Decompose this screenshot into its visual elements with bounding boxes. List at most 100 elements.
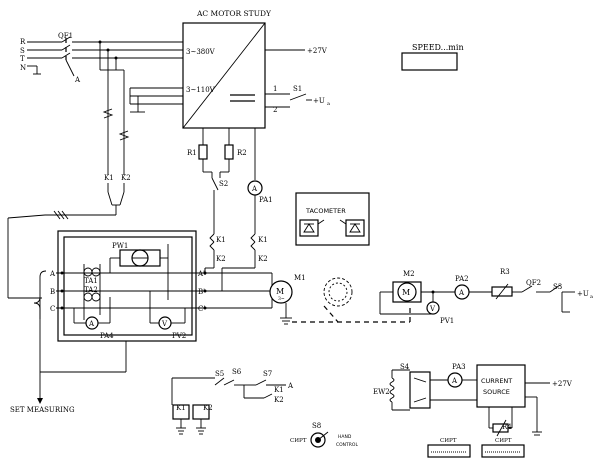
r4-label: R4 bbox=[502, 423, 512, 431]
pv2-label: PV2 bbox=[172, 332, 186, 340]
s2-label: S2 bbox=[219, 180, 228, 188]
control-k2-label: K2 bbox=[274, 396, 284, 404]
speed-label: SPEED...min bbox=[412, 43, 464, 52]
measurement-block: A B C PW1 TA1 TA2 A' B' C' bbox=[33, 230, 272, 342]
pv1-label: PV1 bbox=[440, 317, 454, 325]
current-source-circuit: EW2 S4 A PA3 CURRENT SOURCE +27V R4 bbox=[373, 363, 573, 437]
supply-lines: R S T N QF1 A K1 K2 bbox=[7, 32, 183, 299]
r3-label: R3 bbox=[500, 268, 510, 276]
k2-top-label: K2 bbox=[121, 174, 131, 182]
display1-label: СИРТ bbox=[440, 438, 457, 444]
inverter-unit: 3~380V 3~110V +27V 1 2 S1 +U a bbox=[182, 22, 330, 129]
input-380v-label: 3~380V bbox=[186, 48, 216, 56]
pa3-symbol: A bbox=[451, 377, 458, 385]
motor-m1: M 3~ M1 bbox=[269, 273, 411, 325]
speed-display bbox=[401, 52, 458, 71]
phase-s-label: S bbox=[20, 47, 25, 55]
phase-r-label: R bbox=[20, 38, 26, 46]
phase-t-label: T bbox=[20, 55, 25, 63]
pa1-label: PA1 bbox=[259, 196, 273, 204]
r1-label: R1 bbox=[187, 149, 197, 157]
k1-coil-label: K1 bbox=[176, 404, 186, 412]
s6-label: S6 bbox=[232, 368, 242, 376]
r1-resistor bbox=[198, 144, 208, 160]
supply-110v-lines bbox=[129, 87, 183, 113]
s7-label: S7 bbox=[263, 370, 272, 378]
r2-label: R2 bbox=[237, 149, 247, 157]
tachometer-label: TACOMETER bbox=[305, 207, 346, 215]
neutral-label: N bbox=[20, 64, 26, 72]
qf1-a-label: A bbox=[74, 76, 81, 84]
s8-right-bottom-label: CONTROL bbox=[336, 442, 358, 448]
k2-contact-b-label: K2 bbox=[258, 255, 268, 263]
control-a-label: A bbox=[287, 382, 294, 390]
motor-m1-phase: 3~ bbox=[278, 296, 285, 302]
dc-output-label: +U bbox=[577, 290, 589, 298]
phase-c1-label: C' bbox=[198, 305, 205, 313]
pv2-symbol: V bbox=[161, 320, 168, 328]
ew2-label: EW2 bbox=[373, 388, 390, 396]
display2 bbox=[481, 444, 525, 458]
control-k1-label: K1 bbox=[274, 386, 284, 394]
s8-label: S8 bbox=[312, 422, 321, 430]
tacho-receiver bbox=[345, 219, 365, 237]
meas-frame bbox=[57, 230, 197, 342]
pa1-symbol: A bbox=[251, 185, 258, 193]
current-source-line1: CURRENT bbox=[481, 377, 512, 385]
phase-b1-label: B' bbox=[198, 288, 205, 296]
motor-m1-symbol bbox=[269, 280, 293, 304]
bottom-displays: СИРТ СИРТ bbox=[427, 438, 525, 458]
r2-resistor bbox=[224, 144, 234, 160]
motor-m2-letter: M bbox=[402, 288, 410, 297]
s1-pos2-label: 2 bbox=[273, 106, 277, 114]
pv1-voltmeter bbox=[426, 301, 440, 315]
pa4-symbol: A bbox=[88, 320, 95, 328]
tachometer: TACOMETER bbox=[295, 192, 370, 246]
current-source-box bbox=[476, 364, 526, 408]
qf2-label: QF2 bbox=[526, 279, 541, 287]
display1 bbox=[427, 444, 471, 458]
s8-selector: S8 СИРТ HAND CONTROL bbox=[290, 422, 358, 448]
contacts-k1-k2: K1 K2 K1 K2 bbox=[204, 233, 268, 275]
s5-label: S5 bbox=[215, 370, 224, 378]
qf1-label: QF1 bbox=[58, 32, 73, 40]
ta2-coil-left bbox=[83, 292, 93, 302]
s8-left-label: СИРТ bbox=[290, 438, 307, 444]
output-27v-label: +27V bbox=[307, 47, 328, 55]
phase-b-label: B bbox=[50, 288, 55, 296]
control-circuit: S5 S6 S7 A K1 K2 K1 K2 bbox=[171, 368, 294, 435]
k1-contact-b-label: K1 bbox=[258, 236, 268, 244]
motor-m1-label: M1 bbox=[294, 274, 306, 282]
k1-contact-a-label: K1 bbox=[216, 236, 226, 244]
pa2-label: PA2 bbox=[455, 275, 469, 283]
set-measuring-label: SET MEASURING bbox=[10, 406, 75, 414]
k1-top-label: K1 bbox=[104, 174, 114, 182]
input-110v-label: 3~110V bbox=[186, 86, 216, 94]
display2-label: СИРТ bbox=[495, 438, 512, 444]
pa4-label: PA4 bbox=[100, 332, 114, 340]
current-source-line2: SOURCE bbox=[483, 388, 510, 396]
s1-label: S1 bbox=[293, 85, 302, 93]
tacho-emitter bbox=[299, 219, 319, 237]
s4-label: S4 bbox=[400, 363, 410, 371]
motor-m1-letter: M bbox=[276, 287, 284, 296]
ta1-label: TA1 bbox=[84, 277, 98, 285]
encoder-disc bbox=[323, 277, 353, 307]
phase-a-label: A bbox=[49, 270, 56, 278]
motor-m2-label: M2 bbox=[403, 270, 415, 278]
s1-output-label: +U bbox=[313, 97, 325, 105]
pa3-label: PA3 bbox=[452, 363, 466, 371]
pa2-symbol: A bbox=[458, 289, 465, 297]
motor-m2-symbol bbox=[397, 282, 417, 302]
cs-output-label: +27V bbox=[552, 380, 573, 388]
k2-coil-label: K2 bbox=[203, 404, 213, 412]
dc-output-sub: a bbox=[590, 294, 593, 300]
s1-output-sub: a bbox=[327, 101, 330, 107]
tachometer-box bbox=[295, 192, 370, 246]
diagram-title: AC MOTOR STUDY bbox=[196, 9, 272, 18]
dc-motor-circuit: M M2 V PV1 A PA2 R3 QF2 S3 +U a bbox=[379, 268, 593, 325]
pv1-symbol: V bbox=[429, 305, 436, 313]
pw1-label: PW1 bbox=[112, 242, 128, 250]
phase-a1-label: A' bbox=[197, 270, 205, 278]
